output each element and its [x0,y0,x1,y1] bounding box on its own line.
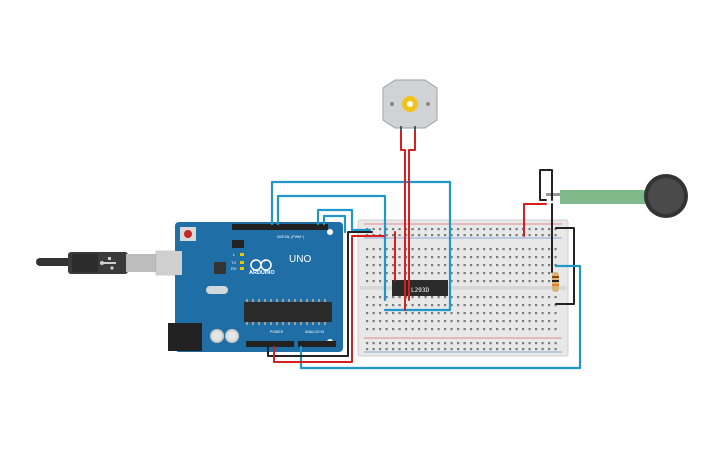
ic-label: L293D [411,287,429,294]
power-header-label: POWER [270,330,284,334]
atmega-chip [244,299,332,325]
brand-label: ARDUINO [249,270,275,276]
resistor[interactable] [552,272,559,292]
svg-text:-: - [253,259,255,265]
digital-header[interactable] [232,224,328,230]
usb-jack [156,251,182,275]
model-label: UNO [289,254,311,265]
status-leds: L TX RX [231,252,244,271]
wires [267,131,582,370]
l293d-chip[interactable]: L293D [392,280,448,296]
power-jack [168,323,202,351]
led-label-tx: TX [231,260,236,265]
usb-icon [100,257,116,270]
dc-motor[interactable] [382,79,438,132]
arduino-logo-icon: - + [250,259,272,271]
force-sensor[interactable] [546,174,688,218]
breadboard[interactable] [357,219,569,357]
analog-header[interactable] [298,341,336,347]
digital-header-label: DIGITAL (PWM~) [277,235,304,239]
led-label-rx: RX [231,266,237,271]
led-label-l: L [233,252,236,257]
reset-button[interactable] [180,227,196,241]
arduino-uno-board[interactable]: DIGITAL (PWM~) L TX RX - + ARDUINO UNO [156,222,343,352]
svg-text:+: + [263,259,267,265]
breadboard-holes [366,228,557,351]
capacitors [210,329,239,343]
analog-header-label: ANALOG IN [305,330,325,334]
power-header[interactable] [246,341,294,347]
